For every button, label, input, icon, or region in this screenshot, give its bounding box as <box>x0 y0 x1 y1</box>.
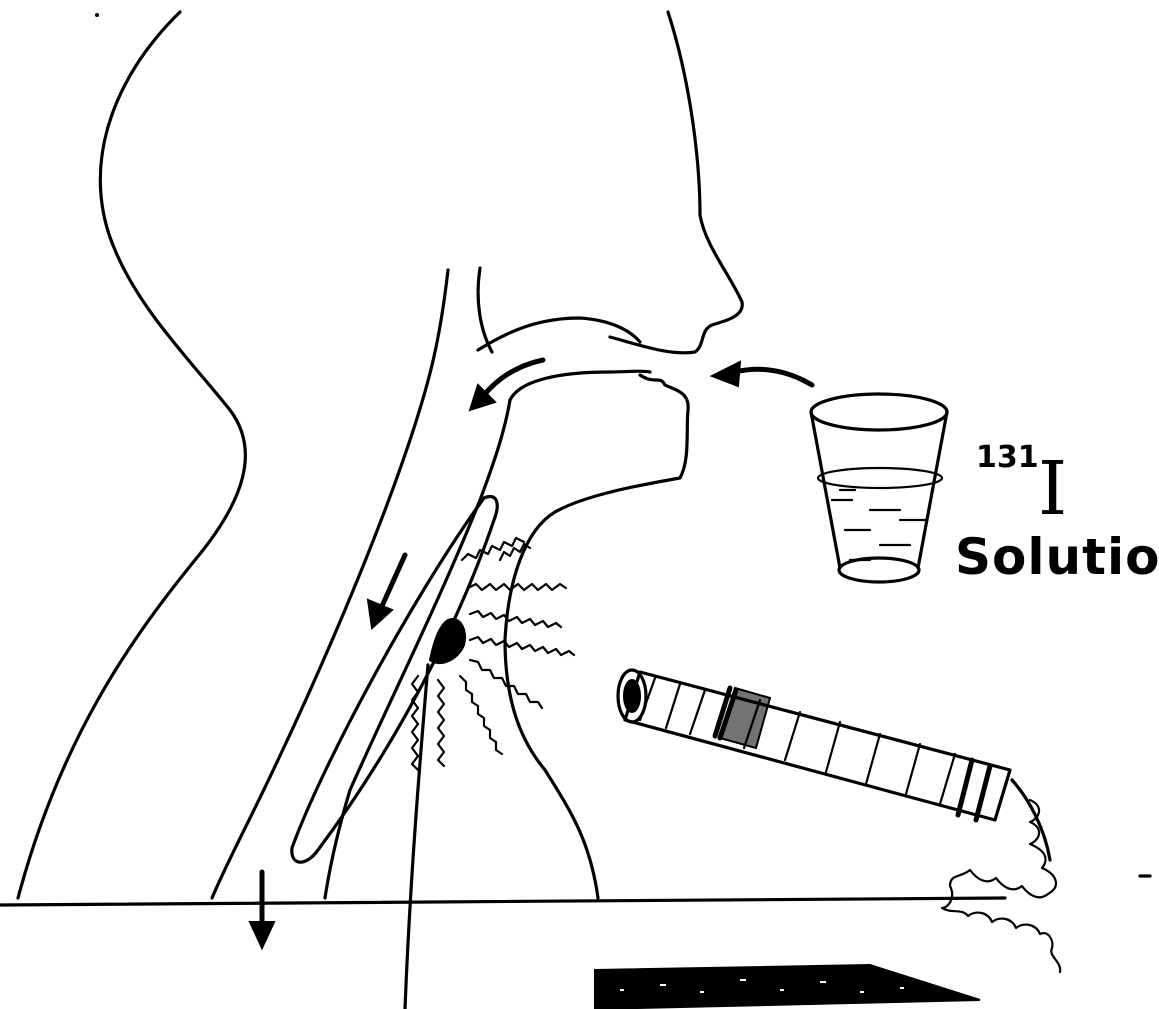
counter-device-icon <box>595 965 980 1009</box>
head-neck-outline-icon <box>0 12 1005 905</box>
isotope-mass-number: 131 <box>976 440 1039 475</box>
flow-arrows <box>250 360 812 948</box>
detector-probe-icon <box>618 670 1050 860</box>
coiled-cable-icon <box>942 800 1060 972</box>
element-symbol: I <box>1038 452 1067 526</box>
glass-of-solution-icon <box>811 394 947 582</box>
stray-dot <box>95 13 99 17</box>
solution-label: Solution <box>955 528 1159 586</box>
